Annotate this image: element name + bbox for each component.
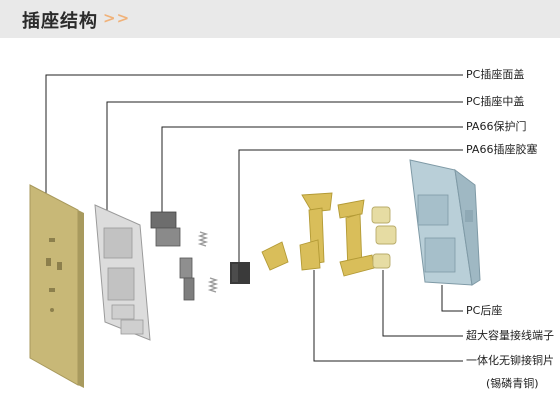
leader-line-middle-cover [106,101,463,215]
label-pa66-shutter: PA66保护门 [466,120,527,133]
copper-sheet-parts [261,192,375,277]
leader-line-back-base [441,285,463,312]
label-pc-face-cover: PC插座面盖 [466,68,525,81]
label-pa66-plug: PA66插座胶塞 [466,143,538,156]
chevron-right-icon: >> [103,9,131,27]
terminal-parts [371,206,397,269]
leader-line-terminal [382,270,463,337]
section-title: 插座结构 [22,11,98,32]
leader-line-shutter [161,126,463,222]
section-header: 插座结构 >> [0,0,560,38]
shutter-part [150,211,195,301]
middle-cover-part [94,204,151,341]
plug-part [230,262,250,284]
face-cover-part [29,184,84,388]
back-base-part [409,159,481,286]
leader-line-face-cover [45,74,463,195]
label-pc-back-base: PC后座 [466,304,503,317]
spring-parts [197,231,219,293]
label-copper-material: (锡磷青铜) [486,377,539,390]
label-pc-middle-cover: PC插座中盖 [466,95,525,108]
leader-line-copper [313,270,463,362]
label-copper-sheet: 一体化无铆接铜片 [466,354,554,367]
label-large-terminal: 超大容量接线端子 [466,329,554,342]
leader-line-plug [238,149,463,268]
